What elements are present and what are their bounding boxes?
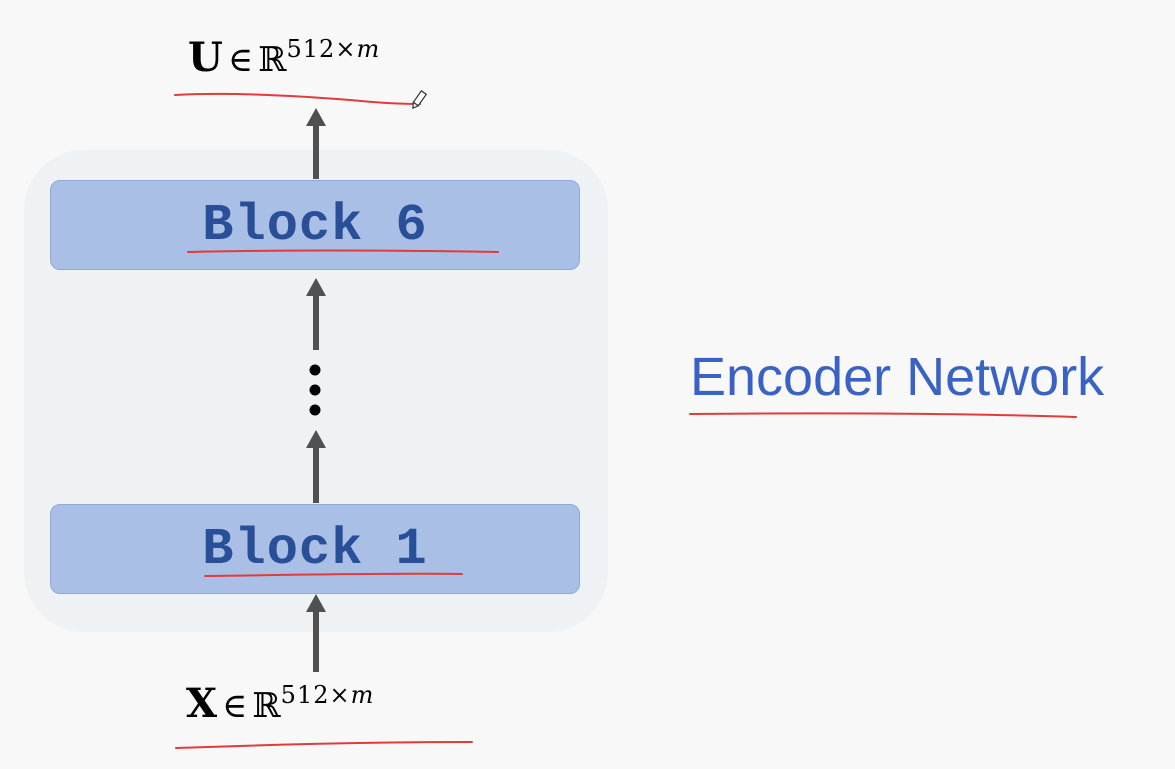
output-element-of: ∈ [227, 40, 254, 80]
input-exp-var: m [350, 681, 375, 709]
output-exponent: 512×m [287, 35, 381, 63]
input-element-of: ∈ [222, 686, 248, 726]
block-1: Block 1 [50, 504, 580, 594]
underline-output [174, 92, 421, 105]
block-1-label: Block 1 [202, 519, 428, 579]
block-6-label: Block 6 [202, 195, 428, 255]
output-exp-num: 512× [286, 35, 357, 63]
underline-title [689, 412, 1077, 418]
pen-cursor-icon [412, 90, 428, 110]
input-real-set: ℝ [252, 686, 281, 726]
input-matrix-label: X ∈ ℝ512×m [186, 680, 374, 727]
input-var: X [186, 680, 218, 727]
block-6: Block 6 [50, 180, 580, 270]
input-exponent: 512×m [281, 681, 375, 709]
encoder-network-title: Encoder Network [690, 347, 1105, 407]
underline-input [175, 741, 473, 749]
output-real-set: ℝ [258, 40, 287, 80]
output-matrix-label: U ∈ ℝ512×m [188, 34, 380, 81]
input-exp-num: 512× [280, 681, 351, 709]
output-var: U [188, 34, 223, 81]
output-exp-var: m [356, 35, 381, 63]
